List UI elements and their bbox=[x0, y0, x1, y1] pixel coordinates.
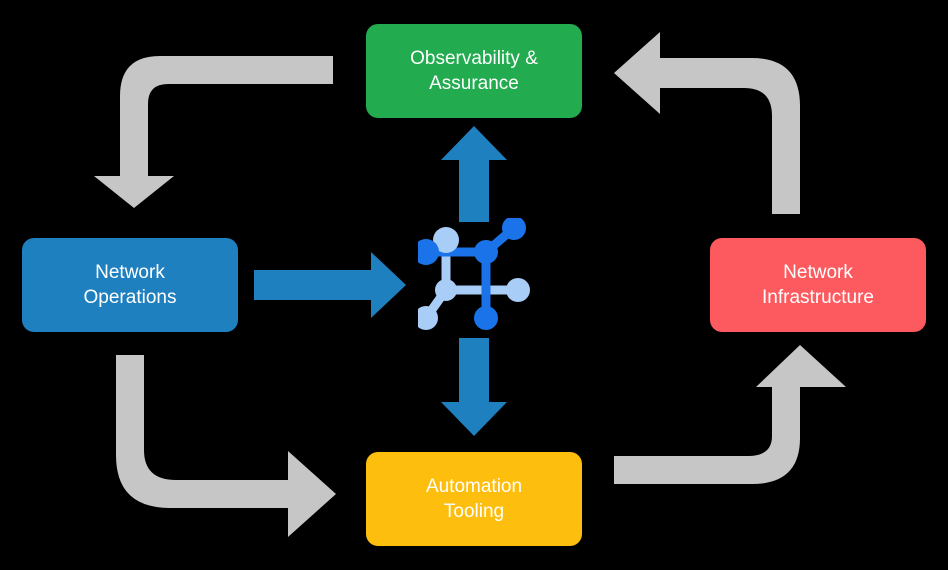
icon-node-light-bottom-left bbox=[418, 306, 438, 330]
node-label-automation: Automation Tooling bbox=[425, 475, 523, 522]
node-box-automation[interactable]: Automation Tooling bbox=[366, 452, 582, 546]
icon-node-dark-bottom bbox=[474, 306, 498, 330]
node-box-observability[interactable]: Observability & Assurance bbox=[366, 24, 582, 118]
icon-node-light-right bbox=[506, 278, 530, 302]
icon-node-dark-hub bbox=[474, 240, 498, 264]
node-box-infrastructure[interactable]: Network Infrastructure bbox=[710, 238, 926, 332]
network-topology-icon bbox=[418, 218, 530, 330]
arrow-center-to-observability bbox=[441, 126, 507, 222]
arrow-observability-to-operations bbox=[94, 56, 333, 208]
icon-node-dark-left bbox=[418, 239, 439, 265]
arrow-center-to-automation bbox=[441, 338, 507, 436]
node-box-operations[interactable]: Network Operations bbox=[22, 238, 238, 332]
arrow-operations-to-center bbox=[254, 252, 406, 318]
arrow-infrastructure-to-observability bbox=[614, 32, 800, 214]
node-label-operations: Network Operations bbox=[83, 261, 177, 308]
node-label-observability: Observability & Assurance bbox=[410, 47, 538, 94]
node-label-infrastructure: Network Infrastructure bbox=[762, 261, 874, 308]
arrow-operations-to-automation bbox=[116, 355, 336, 537]
icon-node-light-top bbox=[433, 227, 459, 253]
icon-node-light-center bbox=[435, 279, 457, 301]
icon-node-dark-top-right bbox=[502, 218, 526, 240]
arrow-automation-to-infrastructure bbox=[614, 345, 846, 484]
